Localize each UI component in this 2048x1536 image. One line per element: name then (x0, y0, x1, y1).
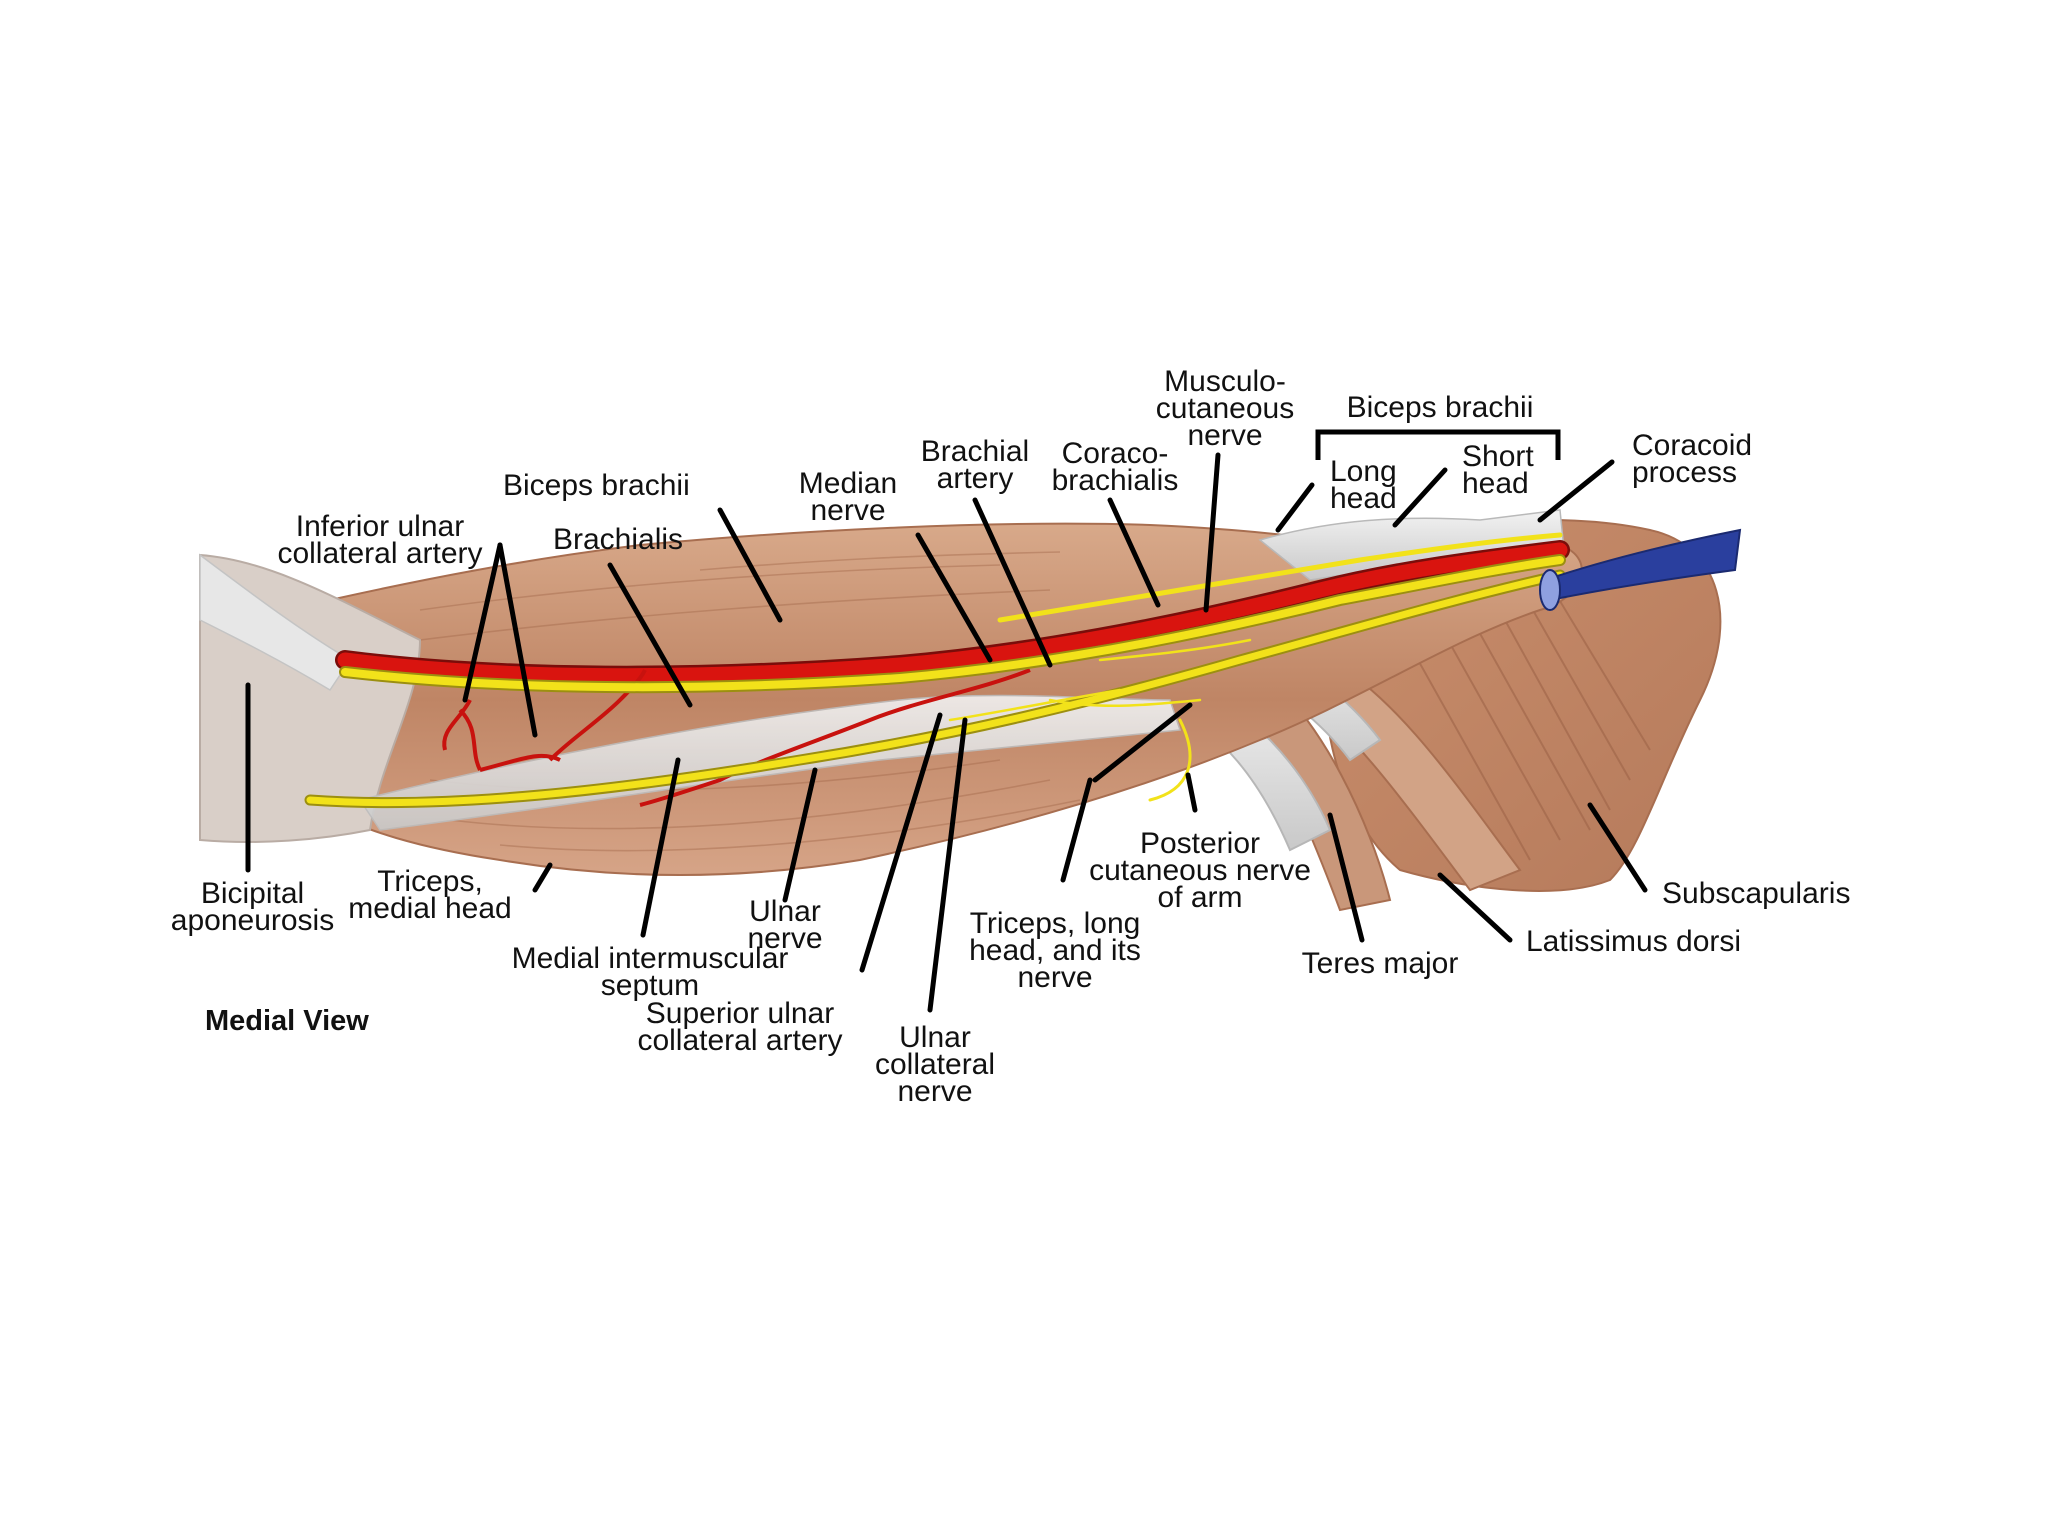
label-musculocutaneous-nerve: Musculo- cutaneous nerve (1155, 365, 1295, 452)
label-superior-ulnar-collateral-artery: Superior ulnar collateral artery (637, 997, 843, 1057)
label-ulnar-nerve: Ulnar nerve (747, 895, 823, 955)
nerves (304, 532, 1566, 809)
label-biceps-brachii-heads: Biceps brachii (1346, 391, 1534, 424)
label-triceps-medial-head: Triceps, medial head (348, 865, 512, 925)
label-latissimus-dorsi: Latissimus dorsi (1526, 925, 1742, 958)
label-teres-major: Teres major (1301, 947, 1459, 980)
axillary-vein (1543, 528, 1742, 602)
posterior-cutaneous-nerve (1148, 718, 1192, 802)
label-ulnar-collateral-nerve: Ulnar collateral nerve (874, 1021, 996, 1108)
view-title: Medial View (205, 1005, 369, 1037)
musculocutaneous-nerve (997, 532, 1563, 623)
label-biceps-brachii: Biceps brachii (503, 469, 690, 502)
label-inferior-ulnar-collateral-artery: Inferior ulnar collateral artery (277, 510, 483, 570)
label-short-head: Short head (1462, 440, 1534, 500)
vein-cut-end (1539, 569, 1561, 611)
collateral-artery-branches (442, 668, 1031, 807)
label-long-head: Long head (1330, 455, 1397, 515)
label-brachialis: Brachialis (553, 523, 684, 556)
label-posterior-cutaneous-nerve: Posterior cutaneous nerve of arm (1089, 827, 1311, 914)
leader-lines (245, 452, 1648, 1013)
label-brachial-artery: Brachial artery (920, 435, 1030, 495)
biceps-bracket (1315, 429, 1561, 460)
label-bicipital-aponeurosis: Bicipital aponeurosis (170, 877, 335, 937)
label-medial-intermuscular-septum: Medial intermuscular septum (511, 942, 789, 1002)
label-triceps-long-head-nerve: Triceps, long head, and its nerve (969, 907, 1141, 994)
label-median-nerve: Median nerve (798, 467, 898, 527)
label-subscapularis: Subscapularis (1662, 877, 1851, 910)
label-coracobrachialis: Coraco- brachialis (1051, 437, 1179, 497)
label-coracoid-process: Coracoid process (1632, 429, 1753, 489)
